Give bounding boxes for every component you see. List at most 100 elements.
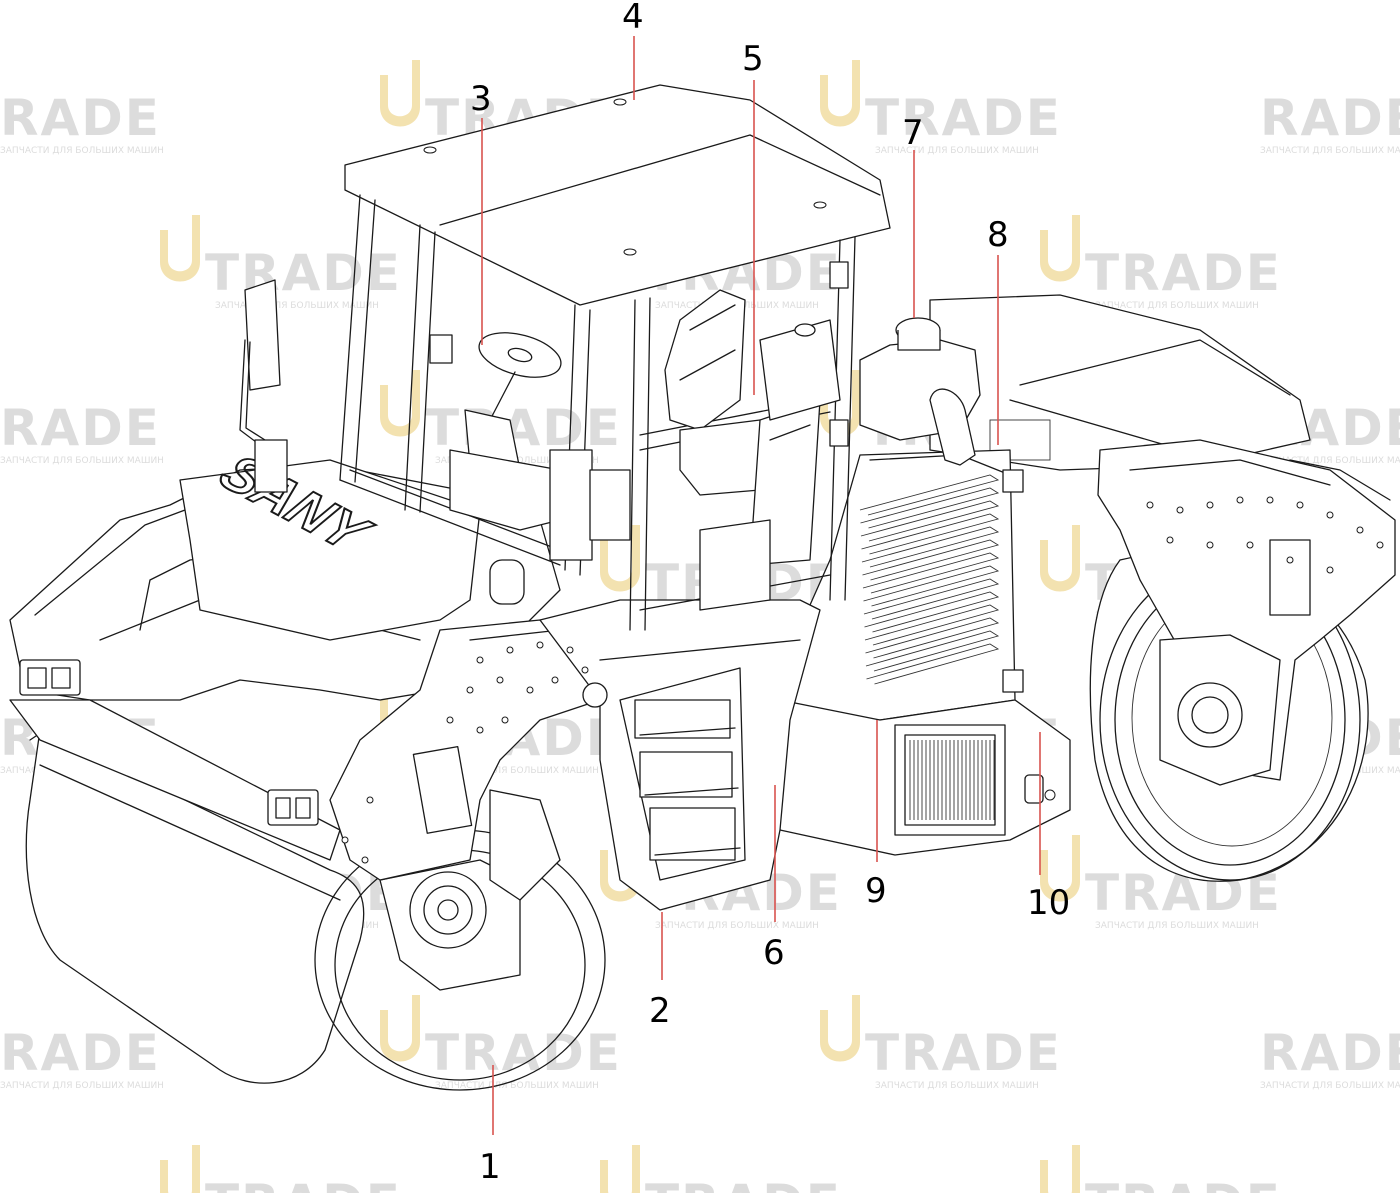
callout-number-4: 4 (622, 0, 644, 37)
bolt-hole (1206, 501, 1214, 509)
rear-frame (929, 294, 1311, 471)
callout-9[interactable]: 9 (865, 720, 887, 911)
bolt-hole (581, 666, 589, 674)
callout-6[interactable]: 6 (763, 785, 785, 973)
watermark-shield-icon (600, 525, 640, 592)
watermark-brand: RADE (0, 1024, 161, 1082)
callout-1[interactable]: 1 (479, 1065, 501, 1187)
louvre-slat (866, 643, 1000, 685)
watermark-brand: TRADE (205, 1174, 402, 1193)
watermark-shield-icon (600, 1145, 640, 1193)
bolt-hole (341, 836, 349, 844)
watermark-shield-icon (380, 995, 420, 1062)
bolt-hole (551, 676, 559, 684)
callout-8[interactable]: 8 (987, 215, 1009, 445)
callout-number-9: 9 (865, 871, 887, 911)
watermark-shield-icon (820, 60, 860, 127)
bolt-hole (361, 856, 369, 864)
watermark-tagline: ЗАПЧАСТИ ДЛЯ БОЛЬШИХ МАШИН (435, 1081, 599, 1091)
louvre-slat (863, 578, 1000, 620)
watermark-tagline: ЗАПЧАСТИ ДЛЯ БОЛЬШИХ МАШИН (875, 146, 1039, 156)
bolt-hole (1246, 541, 1254, 549)
front-drum-hub (379, 859, 521, 991)
watermark-brand: TRADE (425, 399, 622, 457)
watermark-brand: RADE (1260, 1024, 1400, 1082)
callout-number-8: 8 (987, 215, 1009, 255)
watermark-shield-icon (1040, 215, 1080, 282)
bolt-hole (536, 641, 544, 649)
louvre-slat (861, 513, 1000, 555)
callout-2[interactable]: 2 (649, 912, 671, 1031)
bolt-hole (446, 716, 454, 724)
engine-hood (789, 449, 1024, 721)
watermark-brand: TRADE (1085, 244, 1282, 302)
watermark-shield-icon (1040, 1145, 1080, 1193)
watermark-brand: TRADE (205, 244, 402, 302)
callout-number-10: 10 (1027, 883, 1070, 923)
watermark-brand: RADE (0, 399, 161, 457)
bolt-hole (566, 646, 574, 654)
watermark-brand: TRADE (865, 1024, 1062, 1082)
road-roller-drawing: SANY (9, 84, 1396, 1091)
watermark-shield-icon (1040, 835, 1080, 902)
watermark-shield-icon (160, 1145, 200, 1193)
callout-number-1: 1 (479, 1147, 501, 1187)
louvre-slat (861, 526, 1000, 568)
bolt-hole (526, 686, 534, 694)
watermark-brand: TRADE (1085, 1174, 1282, 1193)
louvre-slat (860, 487, 1000, 529)
callout-7[interactable]: 7 (902, 113, 924, 318)
front-side-plate (267, 619, 601, 901)
callout-5[interactable]: 5 (742, 39, 764, 395)
watermark-tagline: ЗАПЧАСТИ ДЛЯ БОЛЬШИХ МАШИН (1260, 456, 1400, 466)
bolt-hole (1236, 496, 1244, 504)
watermark-tagline: ЗАПЧАСТИ ДЛЯ БОЛЬШИХ МАШИН (0, 146, 164, 156)
watermark-tagline: ЗАПЧАСТИ ДЛЯ БОЛЬШИХ МАШИН (435, 766, 599, 776)
cab-rear-panels (699, 319, 841, 611)
louvre-slat (865, 617, 1000, 659)
callout-3[interactable]: 3 (470, 79, 492, 345)
louvre-slat (865, 630, 1000, 672)
louvre-slat (864, 591, 1000, 633)
callout-number-7: 7 (902, 113, 924, 153)
bolt-hole (1326, 511, 1334, 519)
bolt-hole (1166, 536, 1174, 544)
watermark-brand: RADE (0, 89, 161, 147)
watermark-tagline: ЗАПЧАСТИ ДЛЯ БОЛЬШИХ МАШИН (875, 1081, 1039, 1091)
rear-drum-hub (1159, 634, 1281, 786)
radiator-grille (909, 740, 995, 820)
steering-console (449, 332, 631, 561)
watermark-shield-icon (1040, 525, 1080, 592)
bolt-hole (366, 796, 374, 804)
rear-lower-body (769, 699, 1071, 856)
bolt-hole (1356, 526, 1364, 534)
bolt-hole (1206, 541, 1214, 549)
bolt-hole (1176, 506, 1184, 514)
bolt-hole (466, 686, 474, 694)
callout-number-6: 6 (763, 933, 785, 973)
louvre-slat (862, 539, 1000, 581)
watermark-shield-icon (380, 370, 420, 437)
watermark-brand: TRADE (865, 89, 1062, 147)
bolt-hole (476, 656, 484, 664)
callout-4[interactable]: 4 (622, 0, 644, 100)
side-mirror (239, 279, 288, 493)
hood-louvres (859, 474, 1000, 685)
callout-10[interactable]: 10 (1027, 732, 1070, 923)
callout-number-2: 2 (649, 991, 671, 1031)
air-filter (859, 317, 981, 466)
bolt-hole (501, 716, 509, 724)
watermark-tagline: ЗАПЧАСТИ ДЛЯ БОЛЬШИХ МАШИН (1095, 301, 1259, 311)
louvre-slat (859, 474, 1000, 516)
